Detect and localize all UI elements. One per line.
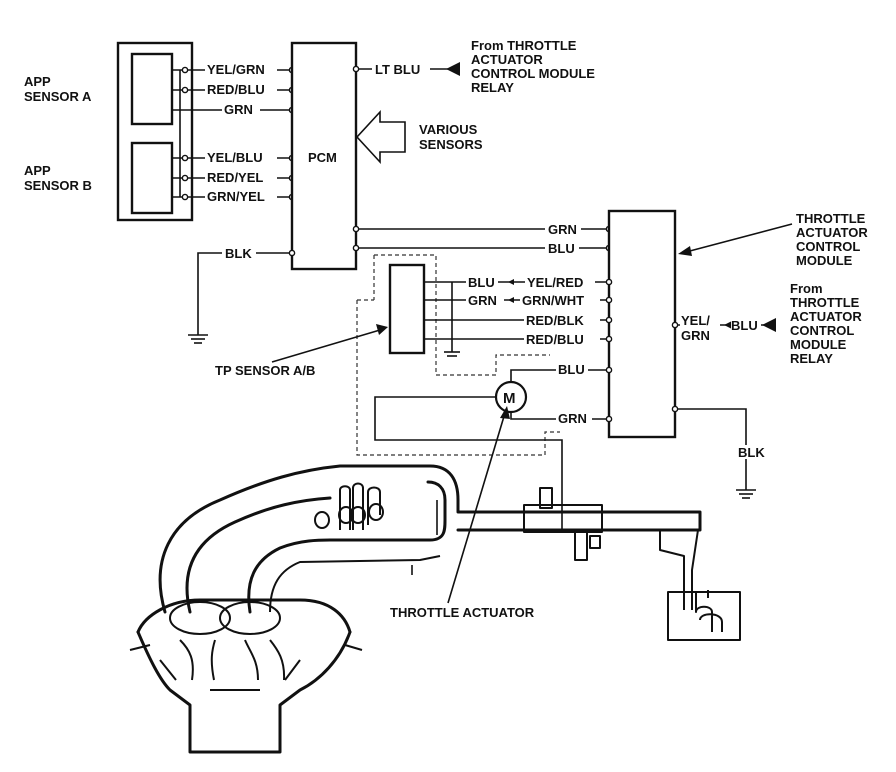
wire-label-red-yel: RED/YEL bbox=[207, 170, 263, 185]
throttle-actuator-label: THROTTLE ACTUATOR bbox=[390, 605, 535, 620]
from-relay-right-line3: ACTUATOR bbox=[790, 309, 862, 324]
app-sensor-b-label-line2: SENSOR B bbox=[24, 178, 92, 193]
wire-label-grn-a: GRN bbox=[468, 293, 497, 308]
throttle-actuator-pointer bbox=[447, 412, 506, 604]
tacm-label-line3: CONTROL bbox=[796, 239, 860, 254]
from-relay-top-line3: CONTROL MODULE bbox=[471, 66, 595, 81]
from-relay-top-line1: From THROTTLE bbox=[471, 38, 577, 53]
tacm-box bbox=[607, 209, 677, 439]
tacm-label-line1: THROTTLE bbox=[796, 211, 866, 226]
wire-label-grn-motor: GRN bbox=[558, 411, 587, 426]
from-relay-right-line2: THROTTLE bbox=[790, 295, 860, 310]
wire-label-yel-grn-tacm-1: YEL/ bbox=[681, 313, 710, 328]
wire-label-red-blu: RED/BLU bbox=[207, 82, 265, 97]
wire-label-yel-blu: YEL/BLU bbox=[207, 150, 263, 165]
from-relay-top-line2: ACTUATOR bbox=[471, 52, 543, 67]
various-sensors-arrow bbox=[355, 109, 406, 165]
from-relay-right-line5: MODULE bbox=[790, 337, 847, 352]
from-relay-right-line4: CONTROL bbox=[790, 323, 854, 338]
wire-label-yel-grn: YEL/GRN bbox=[207, 62, 265, 77]
pcm-box bbox=[290, 41, 358, 271]
wire-label-blu-top: BLU bbox=[548, 241, 575, 256]
pcm-ground-wire bbox=[188, 249, 296, 344]
tacm-label-line4: MODULE bbox=[796, 253, 853, 268]
various-sensors-line1: VARIOUS bbox=[419, 122, 478, 137]
app-sensor-a-element bbox=[130, 52, 174, 126]
various-sensors-line2: SENSORS bbox=[419, 137, 483, 152]
wire-label-blu-a: BLU bbox=[468, 275, 495, 290]
wire-label-red-blu-tp: RED/BLU bbox=[526, 332, 584, 347]
tp-sensor-label: TP SENSOR A/B bbox=[215, 363, 315, 378]
motor-symbol: M bbox=[503, 390, 516, 407]
from-relay-top-line4: RELAY bbox=[471, 80, 514, 95]
app-sensor-b-label-line1: APP bbox=[24, 163, 51, 178]
throttle-actuator-pointer-head bbox=[500, 406, 510, 419]
wire-label-grn: GRN bbox=[224, 102, 253, 117]
wire-label-blu-relay: BLU bbox=[731, 318, 758, 333]
engine-intake-illustration bbox=[129, 464, 741, 754]
wire-label-grn-top: GRN bbox=[548, 222, 577, 237]
app-sensor-a-label-line1: APP bbox=[24, 74, 51, 89]
tacm-label-line2: ACTUATOR bbox=[796, 225, 868, 240]
tp-sensor-element bbox=[388, 263, 426, 355]
tacm-pointer-arrow bbox=[678, 223, 793, 256]
wire-label-blk-tacm: BLK bbox=[738, 445, 765, 460]
wire-label-yel-grn-tacm-2: GRN bbox=[681, 328, 710, 343]
wire-label-grn-yel: GRN/YEL bbox=[207, 189, 265, 204]
wire-label-red-blk: RED/BLK bbox=[526, 313, 584, 328]
wire-label-yel-red: YEL/RED bbox=[527, 275, 583, 290]
wire-label-blk-pcm: BLK bbox=[225, 246, 252, 261]
wire-label-grn-wht: GRN/WHT bbox=[522, 293, 584, 308]
tacm-ground-wire bbox=[671, 405, 756, 499]
throttle-body-dashed-outline bbox=[356, 254, 560, 456]
from-relay-right-line6: RELAY bbox=[790, 351, 833, 366]
tp-sensor-pointer bbox=[271, 324, 388, 363]
app-sensor-a-label-line2: SENSOR A bbox=[24, 89, 92, 104]
pcm-label: PCM bbox=[308, 150, 337, 165]
app-sensor-b-element bbox=[130, 141, 174, 215]
wire-label-blu-motor: BLU bbox=[558, 362, 585, 377]
wire-label-lt-blu: LT BLU bbox=[375, 62, 420, 77]
from-relay-right-line1: From bbox=[790, 281, 823, 296]
